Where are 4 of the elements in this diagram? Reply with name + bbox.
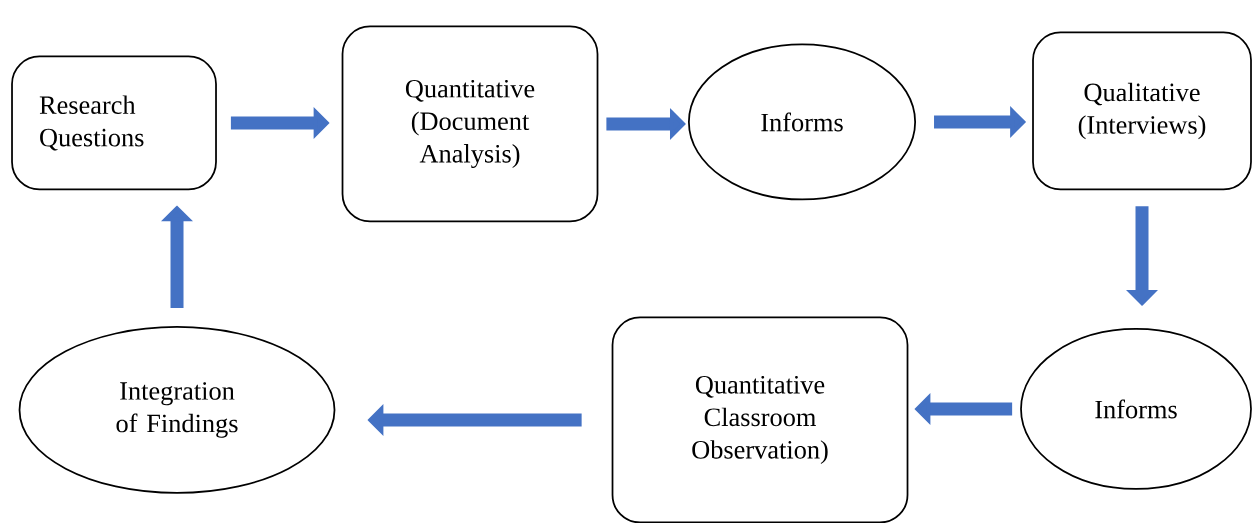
process-box: Qualitative (Interviews) <box>1032 31 1252 191</box>
process-box: Research Questions <box>11 55 217 191</box>
process-box: Quantitative Classroom Observation) <box>611 316 909 523</box>
process-box: Quantitative (Document Analysis) <box>341 25 599 223</box>
